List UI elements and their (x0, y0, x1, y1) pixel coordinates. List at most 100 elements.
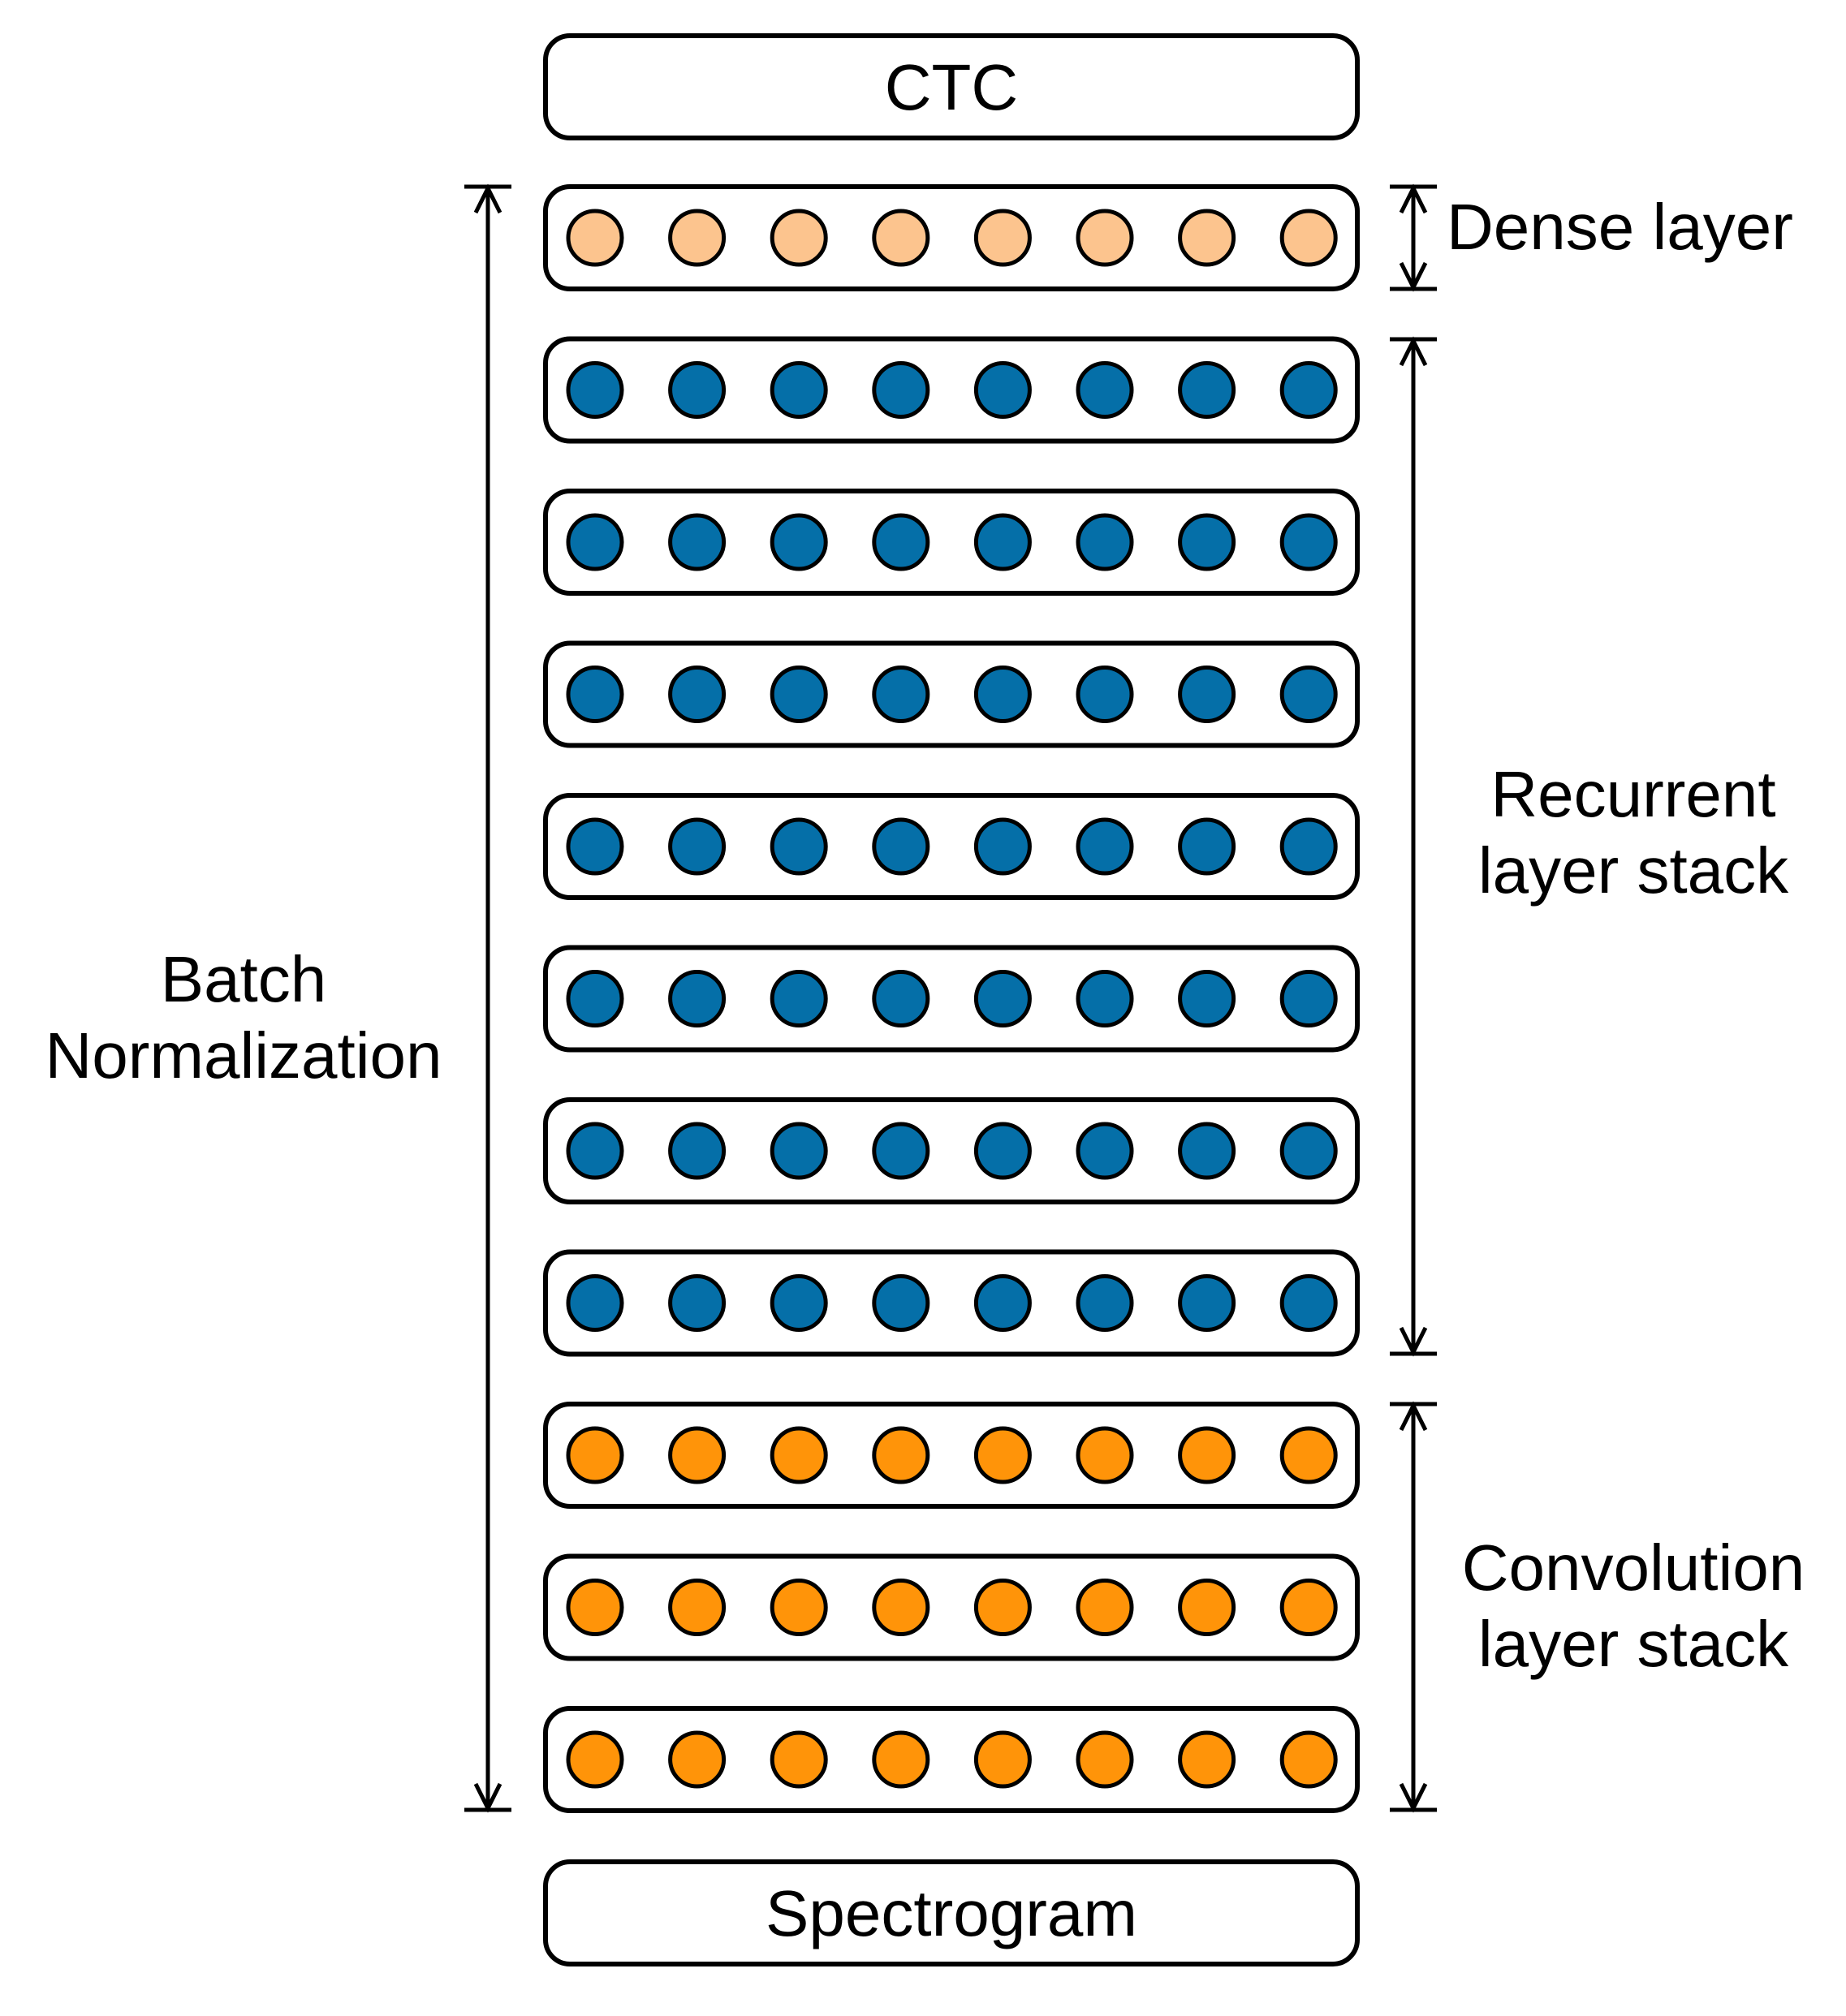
recurrent-layer-box (543, 945, 1360, 1053)
recurrent-neuron (668, 361, 727, 419)
recurrent-label-line2: layer stack (1477, 834, 1789, 907)
recurrent-neuron (668, 1274, 727, 1332)
recurrent-neuron (1076, 666, 1134, 723)
recurrent-neuron (1076, 1122, 1134, 1180)
recurrent-neuron (973, 666, 1032, 723)
convolution-neuron (566, 1579, 624, 1636)
convolution-layer-box (543, 1706, 1360, 1813)
dense-neuron (1178, 209, 1236, 267)
convolution-neuron (872, 1730, 930, 1789)
convolution-neuron (973, 1426, 1032, 1484)
convolution-neuron (1076, 1426, 1134, 1484)
recurrent-neuron (770, 970, 828, 1027)
recurrent-neuron (770, 817, 828, 876)
convolution-layer-box (543, 1402, 1360, 1509)
recurrent-layer-row (543, 640, 1360, 748)
dense-layer-row (543, 184, 1360, 291)
convolution-neuron (770, 1426, 828, 1484)
ctc-label: CTC (884, 51, 1019, 123)
recurrent-neuron (566, 361, 624, 419)
convolution-neuron (1279, 1730, 1338, 1789)
convolution-neuron (770, 1730, 828, 1789)
convolution-label-line1: Convolution (1461, 1531, 1805, 1604)
recurrent-neuron (770, 1274, 828, 1332)
recurrent-neuron (1178, 666, 1236, 723)
dense-layer-bracket (1390, 183, 1437, 292)
convolution-neuron (872, 1579, 930, 1636)
recurrent-neuron (872, 513, 930, 571)
recurrent-neuron (1279, 666, 1338, 723)
recurrent-layer-row (543, 793, 1360, 900)
convolution-layer-box (543, 1553, 1360, 1661)
recurrent-neuron (770, 361, 828, 419)
recurrent-neuron (1178, 817, 1236, 876)
recurrent-neuron (872, 970, 930, 1027)
recurrent-neuron (1178, 361, 1236, 419)
dense-neuron (1076, 209, 1134, 267)
dense-neuron (872, 209, 930, 267)
dense-layer-label: Dense layer (1447, 191, 1793, 263)
batch-normalization-label: Batch Normalization (16, 941, 471, 1094)
layer-stack (543, 184, 1360, 1813)
recurrent-layer-box (543, 489, 1360, 596)
recurrent-neuron (872, 817, 930, 876)
recurrent-layer-box (543, 1097, 1360, 1204)
recurrent-neuron (668, 1122, 727, 1180)
recurrent-neuron (770, 1122, 828, 1180)
recurrent-stack-bracket (1390, 336, 1437, 1357)
recurrent-neuron (566, 1122, 624, 1180)
recurrent-neuron (872, 666, 930, 723)
batch-normalization-line1: Batch (160, 943, 327, 1015)
recurrent-neuron (973, 361, 1032, 419)
convolution-neuron (668, 1730, 727, 1789)
convolution-neuron (973, 1730, 1032, 1789)
recurrent-neuron (770, 513, 828, 571)
recurrent-neuron (566, 970, 624, 1027)
recurrent-neuron (1178, 1274, 1236, 1332)
batch-normalization-line2: Normalization (45, 1019, 442, 1092)
recurrent-neuron (770, 666, 828, 723)
dense-neuron (973, 209, 1032, 267)
recurrent-neuron (973, 513, 1032, 571)
recurrent-layer-box (543, 336, 1360, 444)
recurrent-neuron (668, 970, 727, 1027)
recurrent-neuron (1178, 513, 1236, 571)
recurrent-neuron (1279, 817, 1338, 876)
convolution-neuron (566, 1426, 624, 1484)
recurrent-layer-box (543, 640, 1360, 748)
recurrent-neuron (973, 970, 1032, 1027)
recurrent-neuron (973, 1274, 1032, 1332)
convolution-neuron (668, 1426, 727, 1484)
convolution-neuron (1279, 1426, 1338, 1484)
recurrent-neuron (1178, 970, 1236, 1027)
convolution-layer-row (543, 1706, 1360, 1813)
recurrent-neuron (566, 666, 624, 723)
convolution-neuron (872, 1426, 930, 1484)
convolution-layer-row (543, 1553, 1360, 1661)
recurrent-neuron (872, 361, 930, 419)
convolution-neuron (770, 1579, 828, 1636)
recurrent-layer-row (543, 1097, 1360, 1204)
recurrent-layer-row (543, 1249, 1360, 1357)
recurrent-neuron (1178, 1122, 1236, 1180)
convolution-neuron (668, 1579, 727, 1636)
recurrent-neuron (973, 1122, 1032, 1180)
convolution-layer-row (543, 1402, 1360, 1509)
recurrent-neuron (668, 666, 727, 723)
convolution-neuron (1076, 1579, 1134, 1636)
recurrent-layer-row (543, 945, 1360, 1053)
dense-neuron (770, 209, 828, 267)
recurrent-neuron (1076, 513, 1134, 571)
recurrent-layer-row (543, 336, 1360, 444)
spectrogram-label: Spectrogram (766, 1877, 1137, 1949)
dense-layer-box (543, 184, 1360, 291)
convolution-label-line2: layer stack (1477, 1608, 1789, 1680)
recurrent-neuron (668, 513, 727, 571)
convolution-neuron (1178, 1579, 1236, 1636)
convolution-neuron (1279, 1579, 1338, 1636)
recurrent-layer-box (543, 1249, 1360, 1357)
recurrent-neuron (1076, 817, 1134, 876)
recurrent-neuron (566, 513, 624, 571)
recurrent-layer-box (543, 793, 1360, 900)
